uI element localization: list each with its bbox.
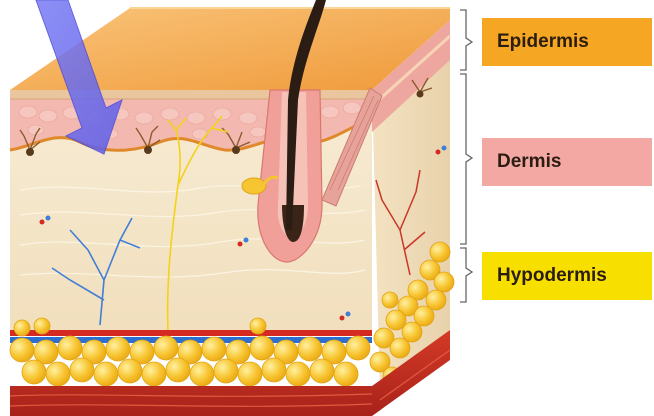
dermis-label: Dermis xyxy=(482,138,652,186)
artery xyxy=(10,330,372,336)
epidermis-label: Epidermis xyxy=(482,18,652,66)
layer-brackets xyxy=(460,10,472,302)
epidermis-bracket xyxy=(460,10,472,70)
hypodermis-bracket xyxy=(460,248,472,302)
dermis-bracket xyxy=(460,74,472,244)
hypodermis-label: Hypodermis xyxy=(482,252,652,300)
